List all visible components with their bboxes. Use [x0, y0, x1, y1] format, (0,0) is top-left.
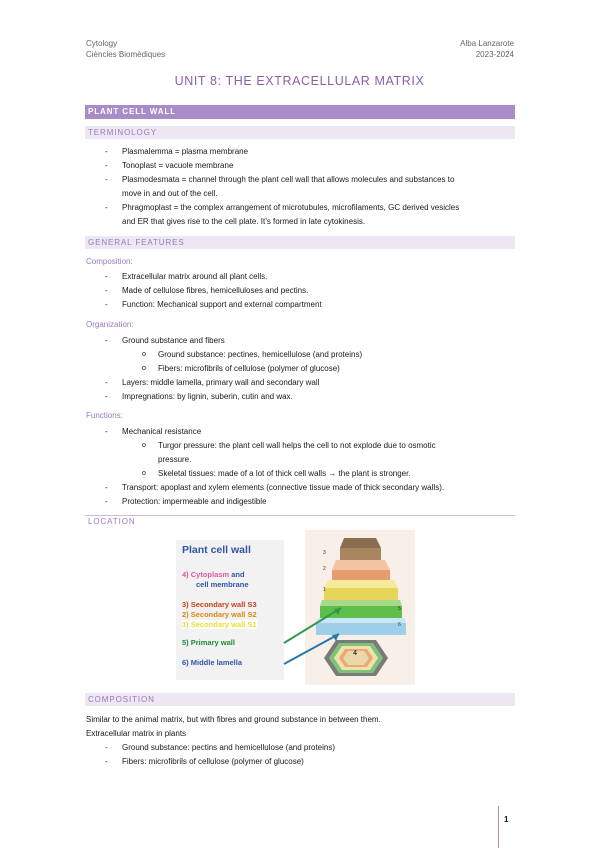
figure-label-s1: 1) Secondary wall S1 — [182, 620, 257, 629]
figure-label-primary-wall: 5) Primary wall — [182, 638, 235, 647]
composition-item: Extracellular matrix around all plant ce… — [122, 272, 268, 281]
plant-cell-wall-figure: Plant cell wall 4) Cytoplasm and cell me… — [176, 530, 416, 685]
bullet-dash: - — [105, 378, 108, 387]
bullet-dash: - — [105, 757, 108, 766]
figure-label-cell-membrane: cell membrane — [196, 580, 249, 589]
functions-subitem-cont: pressure. — [158, 455, 192, 464]
header-left: Cytology Ciències Biomèdiques — [86, 38, 165, 60]
subhead-functions: Functions: — [86, 411, 123, 420]
bullet-dash: - — [105, 203, 108, 212]
term-plasmalemma: Plasmalemma = plasma membrane — [122, 147, 249, 156]
section-location: LOCATION — [85, 515, 515, 527]
composition-line: Extracellular matrix in plants — [86, 729, 187, 738]
term-plasmodesmata-cont: move in and out of the cell. — [122, 189, 218, 198]
wall-layer-primary — [316, 623, 406, 635]
figure-label-middle-lamella: 6) Middle lamella — [182, 658, 243, 667]
figure-heading: Plant cell wall — [182, 544, 251, 556]
section-terminology: TERMINOLOGY — [85, 126, 515, 139]
bullet-dash: - — [105, 392, 108, 401]
subhead-composition: Composition: — [86, 257, 133, 266]
organization-item: Ground substance and fibers — [122, 336, 225, 345]
bullet-circle: o — [142, 442, 146, 449]
bullet-dash: - — [105, 175, 108, 184]
header-author: Alba Lanzarote — [460, 39, 514, 48]
bullet-dash: - — [105, 483, 108, 492]
wall-layer-s1-top — [320, 600, 402, 606]
section-general-features: GENERAL FEATURES — [85, 236, 515, 249]
term-plasmodesmata: Plasmodesmata = channel through the plan… — [122, 175, 455, 184]
page-title: UNIT 8: THE EXTRACELLULAR MATRIX — [174, 74, 425, 88]
arrow-middle-lamella — [283, 633, 340, 665]
bullet-dash: - — [105, 147, 108, 156]
term-tonoplast: Tonoplast = vacuole membrane — [122, 161, 234, 170]
term-phragmoplast: Phragmoplast = the complex arrangement o… — [122, 203, 460, 212]
bullet-circle: o — [142, 351, 146, 358]
header-year: 2023-2024 — [475, 50, 514, 59]
section-composition: COMPOSITION — [85, 693, 515, 706]
cross-section-lumen — [343, 651, 369, 665]
header-course: Ciències Biomèdiques — [86, 50, 166, 59]
figure-label-s2: 2) Secondary wall S2 — [182, 610, 257, 619]
wall-layer-s2-top — [324, 580, 398, 588]
composition-line: Similar to the animal matrix, but with f… — [86, 715, 381, 724]
bullet-dash: - — [105, 497, 108, 506]
figure-number-6: 6 — [398, 622, 401, 628]
figure-number-3: 3 — [323, 550, 326, 556]
wall-layer-primary-top — [316, 618, 406, 623]
functions-subitem: Turgor pressure: the plant cell wall hel… — [158, 441, 436, 450]
cell-wall-drawing — [283, 530, 415, 685]
wall-layer-s1 — [320, 606, 402, 618]
bullet-dash: - — [105, 161, 108, 170]
wall-layer-cap — [340, 538, 381, 548]
wall-layer-s2 — [324, 588, 398, 600]
figure-legend-panel — [176, 540, 284, 680]
bullet-dash: - — [105, 743, 108, 752]
page-number: 1 — [504, 815, 509, 824]
arrow-primary-wall-head — [334, 608, 341, 615]
header-right: Alba Lanzarote 2023-2024 — [460, 38, 514, 60]
composition-item: Ground substance: pectins and hemicellul… — [122, 743, 336, 752]
functions-subitem: Skeletal tissues: made of a lot of thick… — [158, 469, 411, 478]
wall-layer-s3 — [332, 570, 390, 580]
bullet-dash: - — [105, 427, 108, 436]
composition-item: Function: Mechanical support and externa… — [122, 300, 322, 309]
composition-item: Made of cellulose fibres, hemicelluloses… — [122, 286, 309, 295]
figure-number-4: 4 — [353, 650, 357, 657]
arrow-middle-lamella-head — [332, 634, 339, 641]
figure-number-5: 5 — [398, 606, 401, 612]
arrow-primary-wall — [283, 607, 342, 644]
organization-subitem: Ground substance: pectines, hemicellulos… — [158, 350, 363, 359]
page-number-divider — [498, 806, 499, 848]
organization-subitem: Fibers: microfibrils of cellulose (polym… — [158, 364, 340, 373]
wall-layer-4 — [340, 548, 381, 560]
bullet-circle: o — [142, 365, 146, 372]
organization-item: Layers: middle lamella, primary wall and… — [122, 378, 320, 387]
bullet-dash: - — [105, 300, 108, 309]
subhead-organization: Organization: — [86, 320, 134, 329]
organization-item: Impregnations: by lignin, suberin, cutin… — [122, 392, 293, 401]
section-plant-cell-wall: PLANT CELL WALL — [85, 105, 515, 119]
wall-layer-s3-top — [332, 560, 390, 570]
functions-item: Transport: apoplast and xylem elements (… — [122, 483, 445, 492]
bullet-dash: - — [105, 272, 108, 281]
bullet-dash: - — [105, 336, 108, 345]
header-subject: Cytology — [86, 39, 118, 48]
figure-number-1: 1 — [323, 587, 326, 593]
functions-item: Mechanical resistance — [122, 427, 202, 436]
figure-label-s3: 3) Secondary wall S3 — [182, 600, 257, 609]
composition-item: Fibers: microfibrils of cellulose (polym… — [122, 757, 304, 766]
term-phragmoplast-cont: and ER that gives rise to the cell plate… — [122, 217, 366, 226]
figure-label-cytoplasm: 4) Cytoplasm and — [182, 570, 245, 579]
functions-item: Protection: impermeable and indigestible — [122, 497, 267, 506]
bullet-circle: o — [142, 470, 146, 477]
bullet-dash: - — [105, 286, 108, 295]
figure-number-2: 2 — [323, 566, 326, 572]
